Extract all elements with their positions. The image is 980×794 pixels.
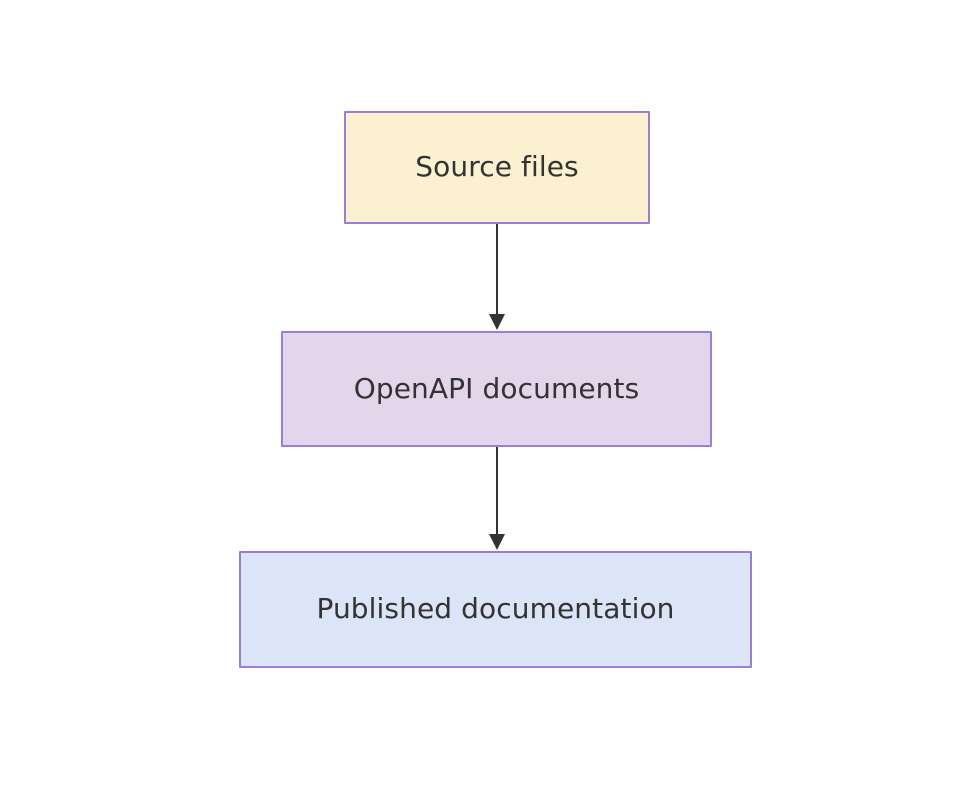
flow-node-label: Published documentation [316,592,675,626]
flow-node-published-documentation[interactable]: Published documentation [239,551,752,668]
arrowhead-icon [489,534,505,550]
flow-node-label: OpenAPI documents [353,371,640,405]
arrowhead-icon [489,314,505,330]
edge-openapi-documents-to-published-documentation [489,447,505,550]
flow-node-openapi-documents[interactable]: OpenAPI documents [281,331,712,447]
edge-source-files-to-openapi-documents [489,224,505,330]
flow-node-source-files[interactable]: Source files [344,111,650,224]
flow-node-label: Source files [415,150,579,184]
